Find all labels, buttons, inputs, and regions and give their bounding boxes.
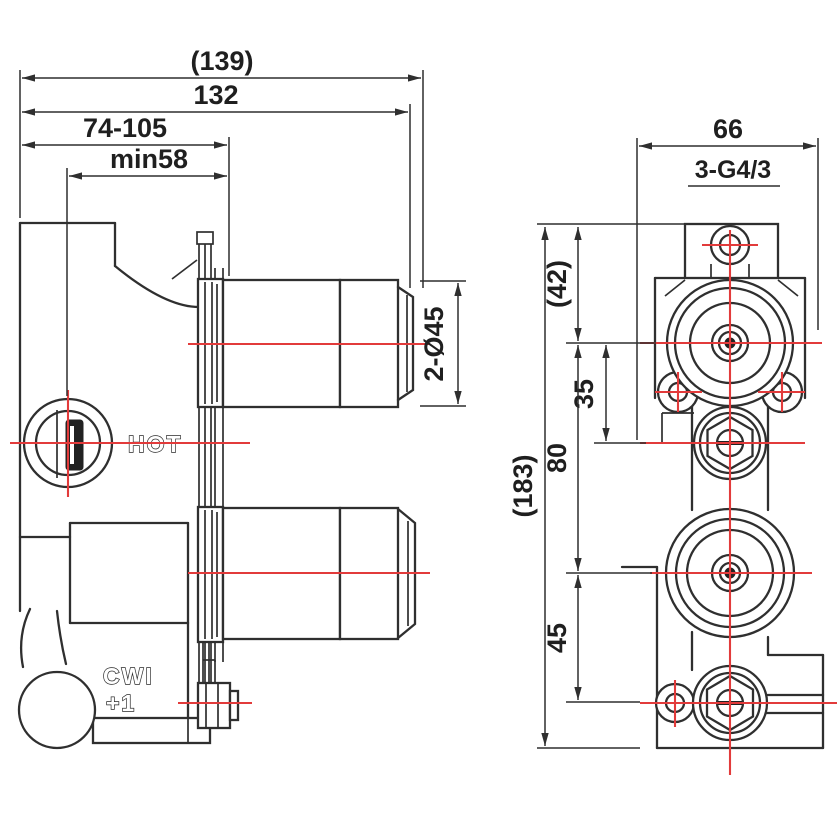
dim-mount-depth: 132 — [193, 80, 238, 110]
dim-handle-diameter: 2-Ø45 — [419, 306, 449, 381]
outlet-neck — [202, 642, 216, 683]
front-view: HOT CWI +1 (139) 132 74-105 min5 — [10, 46, 466, 750]
dim-body-width: 66 — [713, 114, 743, 144]
side-dimensions: 66 3-G4/3 (42) (183) 35 80 — [508, 114, 819, 749]
valve-body-front — [18, 221, 201, 720]
dim-overall-depth: (139) — [190, 46, 253, 76]
centerlines-front — [10, 342, 430, 705]
thread-spec-label: 3-G4/3 — [695, 156, 771, 184]
dim-adjust-range: 74-105 — [83, 113, 167, 143]
cold-label-line2: +1 — [106, 690, 136, 716]
lever-handle — [17, 607, 97, 750]
dim-overall-height: (183) — [508, 454, 538, 517]
dim-min-clearance: min58 — [110, 144, 188, 174]
side-view: 66 3-G4/3 (42) (183) 35 80 — [508, 114, 837, 775]
cold-label-line1: CWI — [103, 663, 154, 689]
dim-spacing-bottom: 45 — [542, 623, 572, 653]
bottom-outlet-front — [91, 716, 212, 745]
centerlines-side — [640, 230, 837, 775]
lower-handle-cylinder — [196, 505, 417, 644]
front-dimensions: (139) 132 74-105 min58 2-Ø45 — [19, 46, 466, 407]
dim-spacing-mid: 80 — [542, 443, 572, 473]
dim-spacing-top: 35 — [569, 379, 599, 409]
dim-top-offset: (42) — [542, 260, 572, 308]
valve-body-side — [620, 276, 825, 750]
outlet-hex-nut — [196, 681, 240, 730]
